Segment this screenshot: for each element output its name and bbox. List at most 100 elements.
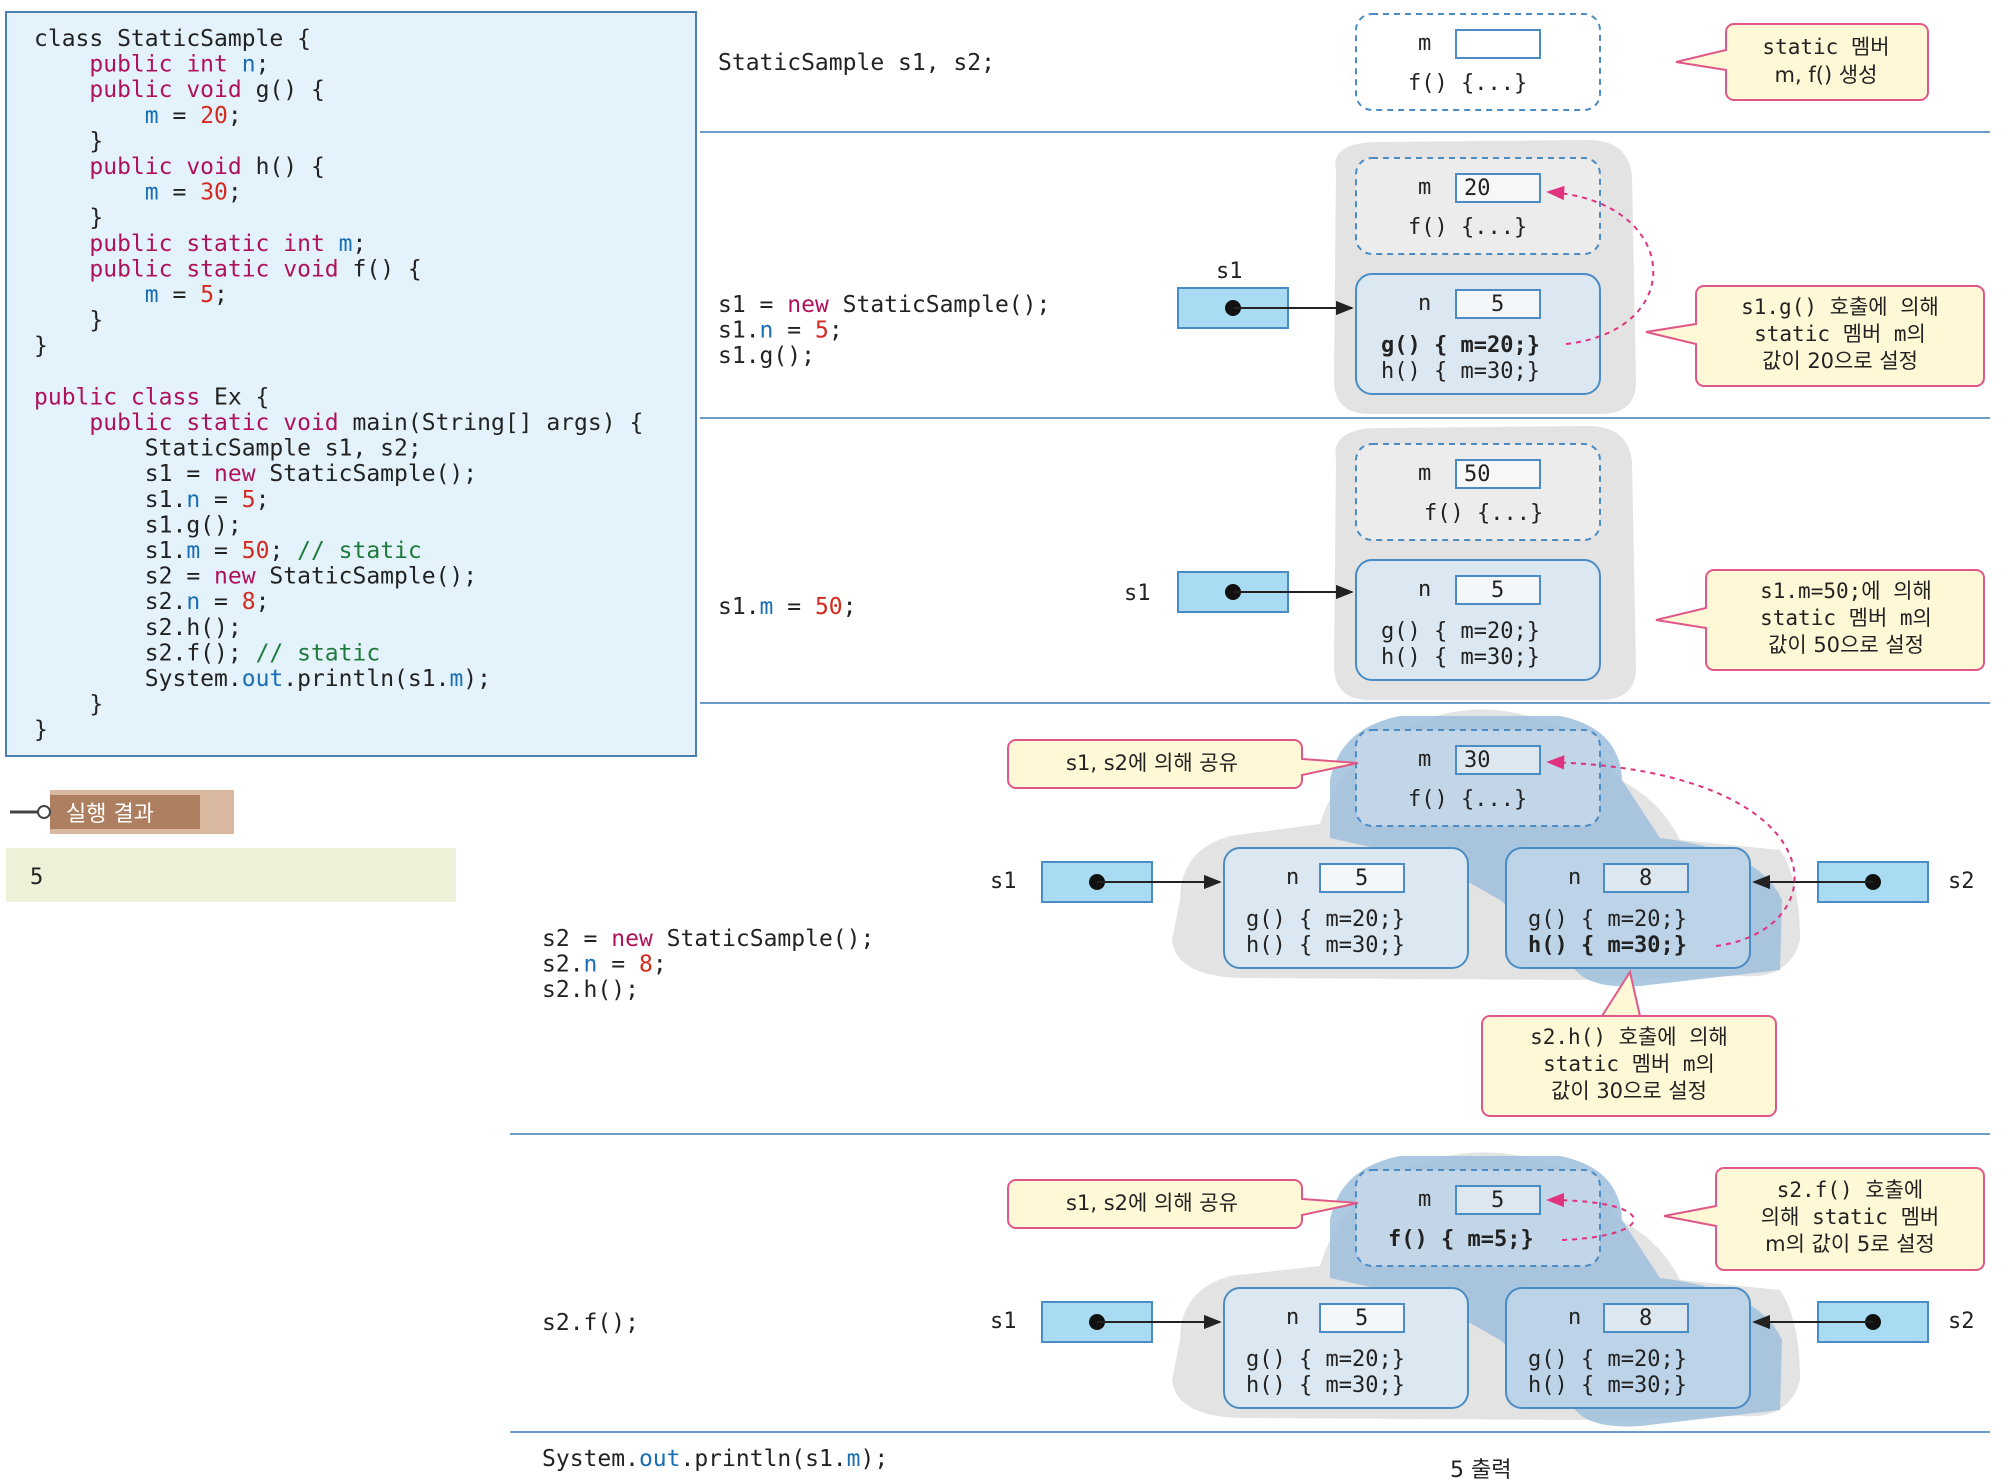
code-token: 20 [200,103,228,129]
callout-line: s1.g() 호출에 의해 [1741,295,1939,319]
callout-line: 값이 20으로 설정 [1762,349,1918,373]
code-token: ); [861,1446,889,1472]
callout: s1.m=50;에 의해 static 멤버 m의 값이 50으로 설정 [1655,569,1985,671]
code-token: .println(s1. [283,666,449,692]
code-token: 5 [200,282,214,308]
code-token: StaticSample s1, s2; [718,50,995,76]
code-token: .println(s1. [680,1446,846,1472]
m-value: 5 [1491,1188,1504,1213]
code-token: s2 = [542,926,611,952]
code-token [34,231,89,257]
code-token: n [760,318,774,344]
s1-object-box [1223,1287,1469,1409]
h-method: h() { m=30;} [1381,645,1540,670]
m-label: m [1418,1187,1431,1212]
step-call-f: m 5 f() { m=5;} n 5 g() { m=20;} h() { m… [990,1152,1985,1427]
code-token: m [145,282,159,308]
n-label: n [1418,291,1431,316]
code-token: n [186,487,200,513]
n-label: n [1286,1305,1299,1330]
code-token: ; [653,952,667,978]
m-label: m [1418,175,1431,200]
code-token: s1.g(); [34,512,242,538]
step-code: s1.m = 50; [718,594,857,620]
n-value: 5 [1491,292,1504,317]
code-token: m [145,103,159,129]
code-token: System. [542,1446,639,1472]
source-code-panel [5,11,697,757]
callout-line: s1, s2에 의해 공유 [1066,1191,1238,1215]
code-token: = [597,952,639,978]
s1-object-box [1223,847,1469,969]
ref-label-s2: s2 [1948,869,1975,894]
code-token: 8 [639,952,653,978]
code-token: ; [353,231,367,257]
code-token: h() { [256,154,325,180]
n-value: 8 [1639,866,1652,891]
callout: s1, s2에 의해 공유 [1007,739,1359,789]
code-token: ; [829,318,843,344]
code-token: new [214,564,269,590]
code-token: public void [89,154,255,180]
m-label: m [1418,747,1431,772]
callout-line: 값이 30으로 설정 [1551,1079,1707,1103]
code-token: = [159,103,201,129]
step-code: s1 = new StaticSample();s1.n = 5;s1.g(); [718,292,1050,369]
code-token: StaticSample(); [667,926,875,952]
step-create-s2: m 30 f() {...} n 5 g() { m=20;} h() { m=… [990,709,1975,1117]
callout-line: s1.m=50;에 의해 [1760,579,1932,603]
code-token: 5 [815,318,829,344]
result-output-box [6,848,456,902]
n-value: 8 [1639,1306,1652,1331]
code-token: n [584,952,598,978]
code-token: m [339,231,353,257]
f-method: f() {...} [1408,215,1527,240]
n-label: n [1568,1305,1581,1330]
ref-label-s1: s1 [1124,581,1151,606]
callout: static 멤버 m, f() 생성 [1675,23,1929,101]
code-token: s2.f(); [542,1310,639,1336]
h-method: h() { m=30;} [1246,933,1405,958]
code-token: public class [34,384,214,410]
code-token: ; [256,487,270,513]
ref-label-s1: s1 [1216,259,1243,284]
g-method: g() { m=20;} [1381,619,1540,644]
code-token: m [760,594,774,620]
code-token [34,282,145,308]
code-token: f() { [353,256,422,282]
code-token: s1.g(); [718,343,815,369]
code-token: StaticSample(); [269,564,477,590]
m-label: m [1418,31,1431,56]
update-arrow [1546,1192,1635,1241]
code-token: StaticSample(); [843,292,1051,318]
code-token: s1. [718,594,760,620]
f-method: f() {...} [1408,71,1527,96]
result-output: 5 [30,865,43,890]
code-token: } [34,308,103,334]
code-token: ; [269,538,297,564]
code-token: s2.f(); [34,640,256,666]
callout-line: 값이 50으로 설정 [1768,633,1924,657]
code-token: 30 [200,180,228,206]
code-token: ; [228,103,242,129]
update-arrow [1546,185,1655,345]
n-label: n [1418,577,1431,602]
code-token [34,77,89,103]
m-value: 30 [1464,748,1491,773]
code-token: ; [214,282,228,308]
code-token: 8 [242,589,256,615]
code-token: ); [463,666,491,692]
callout-line: static 멤버 m의 [1543,1052,1715,1076]
code-token: Ex { [214,384,269,410]
code-token [34,180,145,206]
callout-line: s1, s2에 의해 공유 [1066,751,1238,775]
n-value: 5 [1355,1306,1368,1331]
m-value-box [1455,29,1541,59]
code-token: 5 [242,487,256,513]
callout-line: m, f() 생성 [1775,63,1878,87]
callout: s2.f() 호출에 의해 static 멤버 m의 값이 5로 설정 [1663,1167,1985,1271]
m-value: 50 [1464,462,1491,487]
g-method: g() { m=20;} [1528,1347,1687,1372]
g-method: g() { m=20;} [1381,333,1540,358]
